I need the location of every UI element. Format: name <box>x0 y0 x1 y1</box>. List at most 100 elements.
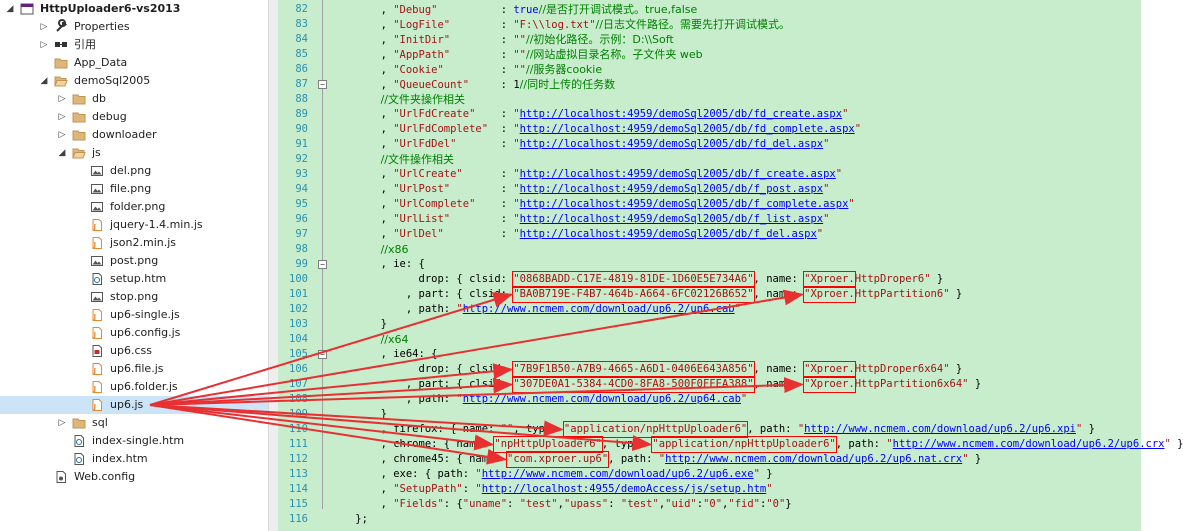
pane-splitter[interactable] <box>268 0 278 531</box>
js-file-icon: J <box>90 362 104 376</box>
folder-open-icon <box>72 146 86 160</box>
code-line[interactable]: , "Cookie" : ""//服务器cookie <box>330 63 603 76</box>
tree-item-up6-css[interactable]: up6.css <box>0 342 268 360</box>
folder-icon <box>72 92 86 106</box>
code-line[interactable]: , "SetupPath": "http://localhost:4955/de… <box>330 483 773 495</box>
line-number: 83 <box>295 18 308 30</box>
code-line[interactable]: , "UrlFdCreate" : "http://localhost:4959… <box>330 108 849 120</box>
expand-arrow-icon[interactable]: ▷ <box>40 22 48 32</box>
tree-item-label: up6.folder.js <box>110 380 178 393</box>
code-line[interactable]: , "QueueCount" : 1//同时上传的任务数 <box>330 78 616 91</box>
code-line[interactable]: , exe: { path: "http://www.ncmem.com/dow… <box>330 468 773 480</box>
line-number: 88 <box>295 93 308 105</box>
fold-toggle-icon[interactable]: − <box>318 80 327 89</box>
js-file-icon: J <box>90 308 104 322</box>
tree-item-stop-png[interactable]: stop.png <box>0 288 268 306</box>
tree-item-properties[interactable]: ▷Properties <box>0 18 268 36</box>
code-line[interactable]: }; <box>330 513 368 525</box>
tree-item-label: index-single.htm <box>92 434 185 447</box>
code-line[interactable]: , "UrlFdComplete" : "http://localhost:49… <box>330 123 862 135</box>
expand-arrow-icon[interactable]: ▷ <box>58 418 66 428</box>
code-line[interactable]: , "Debug" : true//是否打开调试模式。true,false <box>330 3 698 16</box>
code-line[interactable]: , chrome45: { name: "com.xproer.up6", pa… <box>330 453 982 465</box>
code-line[interactable]: drop: { clsid: "0868BADD-C17E-4819-81DE-… <box>330 273 944 285</box>
code-line[interactable]: , "InitDir" : ""//初始化路径。示例：D:\\Soft <box>330 33 674 46</box>
tree-item-web-config[interactable]: Web.config <box>0 468 268 486</box>
code-line[interactable]: , "AppPath" : ""//网站虚拟目录名称。子文件夹 web <box>330 48 703 61</box>
tree-item-index-single-htm[interactable]: index-single.htm <box>0 432 268 450</box>
tree-item-setup-htm[interactable]: setup.htm <box>0 270 268 288</box>
svg-text:J: J <box>93 367 97 375</box>
line-number: 114 <box>289 483 308 495</box>
code-line[interactable]: } <box>330 408 387 420</box>
highlight-box <box>803 376 856 393</box>
line-number: 87 <box>295 78 308 90</box>
collapse-arrow-icon[interactable]: ◢ <box>40 76 48 86</box>
code-line[interactable]: //文件操作相关 <box>380 153 454 166</box>
collapse-arrow-icon[interactable]: ◢ <box>6 4 14 14</box>
expand-arrow-icon[interactable]: ▷ <box>58 112 66 122</box>
tree-item-debug[interactable]: ▷debug <box>0 108 268 126</box>
svg-text:J: J <box>93 241 97 249</box>
code-line[interactable]: , "UrlComplete" : "http://localhost:4959… <box>330 198 855 210</box>
code-line[interactable]: , "UrlFdDel" : "http://localhost:4959/de… <box>330 138 830 150</box>
line-number: 93 <box>295 168 308 180</box>
code-line[interactable]: , ie64: { <box>330 348 438 360</box>
code-line[interactable]: , "UrlList" : "http://localhost:4959/dem… <box>330 213 830 225</box>
tree-item-del-png[interactable]: del.png <box>0 162 268 180</box>
line-number: 99 <box>295 258 308 270</box>
fold-toggle-icon[interactable]: − <box>318 260 327 269</box>
tree-item-sql[interactable]: ▷sql <box>0 414 268 432</box>
tree-item-index-htm[interactable]: index.htm <box>0 450 268 468</box>
tree-item-js[interactable]: ◢js <box>0 144 268 162</box>
expand-arrow-icon[interactable]: ▷ <box>40 40 48 50</box>
collapse-arrow-icon[interactable]: ◢ <box>58 148 66 158</box>
tree-item--[interactable]: ▷引用 <box>0 36 268 54</box>
code-line[interactable]: , "UrlCreate" : "http://localhost:4959/d… <box>330 168 843 180</box>
line-number: 101 <box>289 288 308 300</box>
tree-item-file-png[interactable]: file.png <box>0 180 268 198</box>
tree-item-db[interactable]: ▷db <box>0 90 268 108</box>
code-line[interactable]: , path: "http://www.ncmem.com/download/u… <box>330 303 741 315</box>
code-line[interactable]: , "UrlPost" : "http://localhost:4959/dem… <box>330 183 830 195</box>
tree-item-downloader[interactable]: ▷downloader <box>0 126 268 144</box>
image-file-icon <box>90 164 104 178</box>
code-line[interactable]: , path: "http://www.ncmem.com/download/u… <box>330 393 748 405</box>
line-number: 108 <box>289 393 308 405</box>
line-number: 106 <box>289 363 308 375</box>
code-line[interactable]: //文件夹操作相关 <box>380 93 465 106</box>
expand-arrow-icon[interactable]: ▷ <box>58 94 66 104</box>
highlight-box <box>803 286 856 303</box>
code-line[interactable]: } <box>330 318 387 330</box>
expand-arrow-icon[interactable]: ▷ <box>58 130 66 140</box>
tree-item-post-png[interactable]: post.png <box>0 252 268 270</box>
code-line[interactable]: //x64 <box>380 333 409 346</box>
image-file-icon <box>90 290 104 304</box>
code-line[interactable]: , "UrlDel" : "http://localhost:4959/demo… <box>330 228 824 240</box>
tree-item-label: stop.png <box>110 290 159 303</box>
fold-toggle-icon[interactable]: − <box>318 350 327 359</box>
tree-item-folder-png[interactable]: folder.png <box>0 198 268 216</box>
tree-item-label: json2.min.js <box>110 236 177 249</box>
code-line[interactable]: //x86 <box>380 243 409 256</box>
tree-item-label: file.png <box>110 182 152 195</box>
tree-item-demosql2005[interactable]: ◢demoSql2005 <box>0 72 268 90</box>
tree-item-app-data[interactable]: App_Data <box>0 54 268 72</box>
line-number: 103 <box>289 318 308 330</box>
code-line[interactable]: , "Fields": {"uname": "test","upass": "t… <box>330 498 792 510</box>
line-number: 90 <box>295 123 308 135</box>
line-number: 82 <box>295 3 308 15</box>
code-line[interactable]: , "LogFile" : "F:\\log.txt"//日志文件路径。需要先打… <box>330 18 790 31</box>
tree-item-httpuploader6-vs2013[interactable]: ◢HttpUploader6-vs2013 <box>0 0 268 18</box>
code-line[interactable]: , ie: { <box>330 258 425 270</box>
